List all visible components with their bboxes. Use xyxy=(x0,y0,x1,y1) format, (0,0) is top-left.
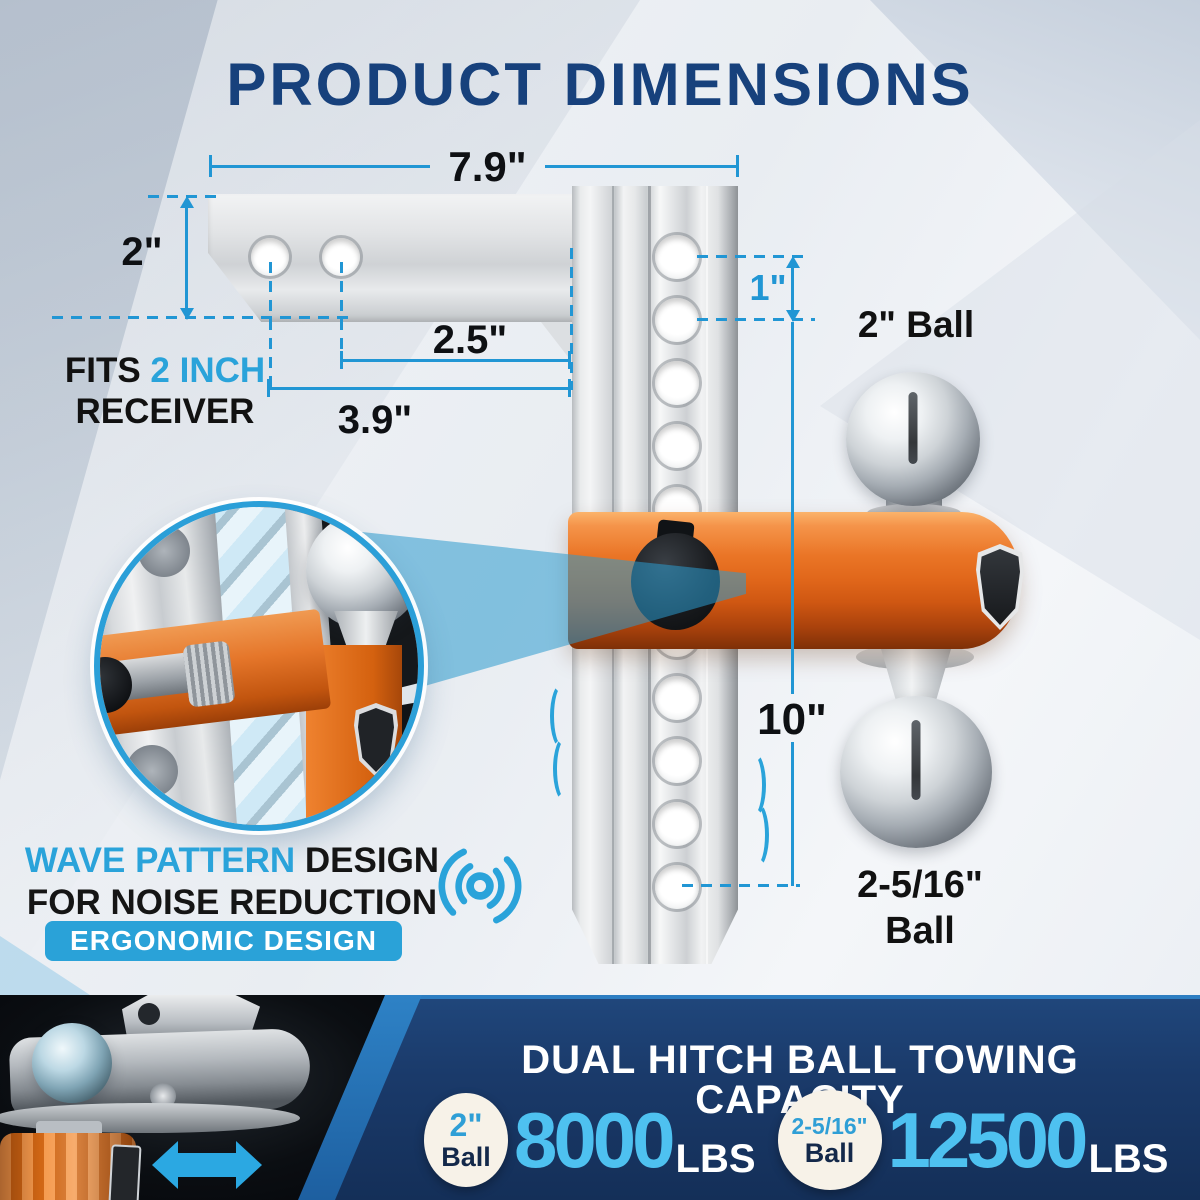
dim-label-outer-offset: 3.9" xyxy=(337,398,413,442)
coupler-latch-hole xyxy=(138,1003,160,1025)
dim-top-width-line xyxy=(545,165,738,168)
fits-receiver-note: FITS 2 INCH RECEIVER xyxy=(35,350,295,432)
arrow-up-icon xyxy=(180,196,194,208)
dim-tick xyxy=(736,155,739,177)
adjustment-hole xyxy=(655,361,699,405)
arrow-bar xyxy=(176,1153,238,1177)
dim-drop-line xyxy=(791,322,794,694)
vibration-wave-icon xyxy=(742,752,766,818)
ball-bottom-size: 2-5/16" xyxy=(857,864,983,906)
adjustment-hole xyxy=(655,424,699,468)
dim-dash xyxy=(340,262,343,362)
hitch-ball-2in xyxy=(846,372,980,506)
ball-reflection xyxy=(908,392,918,464)
band-top-line xyxy=(0,995,1200,999)
vibration-wave-icon xyxy=(550,683,574,749)
ball-top-label: 2" Ball xyxy=(857,304,975,345)
ball-reflection xyxy=(911,720,921,800)
mag-channel-hole xyxy=(138,525,190,577)
dim-tick xyxy=(267,379,270,397)
arrow-head-left xyxy=(152,1141,178,1189)
mag-channel-hole xyxy=(126,745,178,797)
adjustment-hole xyxy=(655,802,699,846)
wave-rest: DESIGN xyxy=(304,841,440,880)
arrow-down-icon xyxy=(786,310,800,322)
ball-bottom-word: Ball xyxy=(885,910,955,952)
vibration-wave-icon xyxy=(553,736,577,802)
coupler-photo xyxy=(0,995,391,1200)
wave-line2: FOR NOISE REDUCTION xyxy=(26,883,438,922)
dim-tick xyxy=(209,155,212,177)
dim-inner-offset-line xyxy=(341,359,571,362)
hitch-ball-2-5-16in xyxy=(840,696,992,848)
dim-dash xyxy=(697,318,815,321)
arrow-down-icon xyxy=(180,308,194,320)
arrow-up-icon xyxy=(786,256,800,268)
dim-tick xyxy=(568,351,571,369)
dim-outer-offset-line xyxy=(268,387,571,390)
adjustment-hole xyxy=(655,298,699,342)
ball-bottom-label: 2-5/16" Ball xyxy=(828,862,1012,954)
capacity-ball-size: 2" xyxy=(449,1107,483,1144)
dim-label-shank-height: 2" xyxy=(121,230,163,274)
capacity-value: 12500 xyxy=(887,1095,1089,1184)
capacity-unit: LBS xyxy=(1088,1137,1169,1181)
dim-label-drop: 10" xyxy=(757,695,827,744)
photo-brand-badge xyxy=(108,1144,142,1200)
double-arrow-icon xyxy=(152,1141,262,1189)
dim-dash xyxy=(52,316,350,319)
capacity-ball-word: Ball xyxy=(804,1138,855,1169)
page-title: PRODUCT DIMENSIONS xyxy=(226,51,974,118)
wave-highlight: WAVE PATTERN xyxy=(24,841,305,880)
dim-tick xyxy=(568,379,571,397)
mag-pin-knurled-knob xyxy=(182,640,236,708)
adjustment-hole xyxy=(655,676,699,720)
dim-shank-height-line xyxy=(185,203,188,313)
dim-dash xyxy=(570,248,573,390)
capacity-value: 8000 xyxy=(514,1095,676,1184)
dim-dash xyxy=(269,262,272,390)
capacity-ball-size: 2-5/16" xyxy=(791,1112,868,1139)
capacity-row: 2" Ball 8000 LBS 2-5/16" Ball 12500 LBS xyxy=(424,1088,1194,1192)
dim-label-hole-spacing: 1" xyxy=(749,267,787,308)
capacity-ball-oval: 2-5/16" Ball xyxy=(777,1090,882,1190)
zoom-detail-circle xyxy=(94,501,424,831)
arrow-head-right xyxy=(236,1141,262,1189)
capacity-ball-oval: 2" Ball xyxy=(424,1093,508,1187)
fits-line2: RECEIVER xyxy=(75,392,255,431)
dim-drop-line xyxy=(791,742,794,886)
dim-hole-spacing-line xyxy=(791,262,794,316)
coupled-hitch-ball xyxy=(32,1023,112,1103)
wave-pattern-note: WAVE PATTERN DESIGN FOR NOISE REDUCTION xyxy=(22,840,442,924)
capacity-ball-word: Ball xyxy=(441,1141,491,1172)
dim-dash xyxy=(697,255,809,258)
adjustment-hole xyxy=(655,235,699,279)
ergonomic-badge: ERGONOMIC DESIGN xyxy=(45,921,402,961)
capacity-heading: DUAL HITCH BALL TOWING CAPACITY xyxy=(521,1038,1079,1120)
dim-tick xyxy=(340,351,343,369)
fits-highlight: 2 INCH xyxy=(150,351,266,390)
capacity-unit: LBS xyxy=(675,1137,756,1181)
adjustment-hole xyxy=(655,865,699,909)
vibration-wave-icon xyxy=(745,802,769,868)
dim-label-inner-offset: 2.5" xyxy=(432,318,508,362)
adjustment-hole xyxy=(655,739,699,783)
dim-dash xyxy=(682,884,800,887)
fits-prefix: FITS xyxy=(64,351,151,390)
mag-ball-partial xyxy=(306,513,418,629)
dim-label-top-width: 7.9" xyxy=(448,143,527,190)
noise-waves-icon xyxy=(438,848,522,924)
dim-top-width-line xyxy=(210,165,430,168)
